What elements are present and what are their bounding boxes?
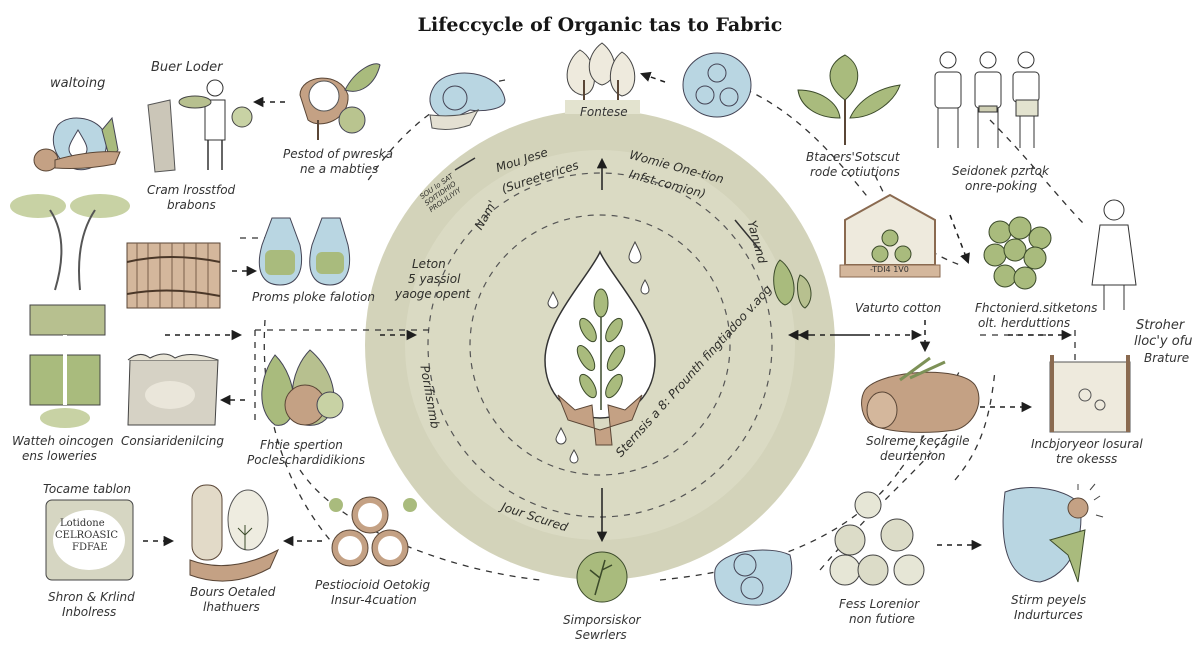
label-stacers-2: rode cotiutions <box>810 165 900 179</box>
label-vaturto: Vaturto cotton <box>855 301 942 315</box>
label-shron-1: Shron & Krlind <box>48 590 135 604</box>
label-fess-2: non futiore <box>849 612 915 626</box>
label-pesticioid-1: Pestiocioid Oetokig <box>315 578 431 592</box>
ring-label-yassiol: 5 yassiol <box>408 272 461 286</box>
canvas-frame-icon <box>1049 355 1131 433</box>
label-fhtie-2: Pocleschardidikions <box>247 453 366 467</box>
cotton-boll-icon <box>299 63 381 140</box>
blue-pouch-icon <box>714 549 793 606</box>
log-icon <box>861 356 980 433</box>
water-droplets <box>547 240 650 464</box>
bag-stack-icon <box>29 304 106 428</box>
dashed-connectors <box>240 74 1086 581</box>
label-seidonek-1: Seidonek pzrtok <box>952 164 1049 178</box>
herb-badge-icon <box>576 551 628 603</box>
label-buer-loder: Buer Loder <box>151 60 223 75</box>
label-cram-1: Cram lrosstfod <box>147 183 236 197</box>
ring-label-yaoge: yaoge opent <box>395 287 471 301</box>
label-consiari: Consiaridenilcing <box>121 434 224 448</box>
label-fess-1: Fess Lorenior <box>839 597 920 611</box>
label-fhctoniad-1: Fhctonierd.sitketons <box>975 301 1098 315</box>
water-hand-icon <box>33 116 121 172</box>
jugs-icon <box>258 217 351 286</box>
worker-figure-icon <box>1091 199 1137 310</box>
ring-tick <box>734 219 761 251</box>
card-line-1: Lotidone <box>60 518 105 529</box>
cloth-hand-icon <box>429 72 506 130</box>
dashed-ring-outer <box>427 172 773 518</box>
diagram-title: Lifeccycle of Organic tas to Fabric <box>417 14 783 36</box>
sack-icon <box>127 353 219 426</box>
farmer-figure-icon <box>147 79 253 173</box>
house-icon <box>839 193 941 278</box>
label-waltoing: waltoing <box>50 76 106 91</box>
label-fhtie-1: Fhtie spertion <box>260 438 343 452</box>
label-watteh-1: Watteh oincogen <box>12 434 114 448</box>
label-bours-2: lhathuers <box>203 600 260 614</box>
label-pestod-2: ne a mabties <box>300 162 379 176</box>
hand-seedling-icon <box>189 484 280 582</box>
label-bours-1: Bours Oetaled <box>190 585 276 599</box>
house-sign: -TDI4 1V0 <box>870 265 909 274</box>
card-line-2: CELROASIC <box>55 530 118 541</box>
sapling-icon <box>10 194 130 291</box>
label-fontese: Fontese <box>580 105 628 119</box>
label-stirm-1: Stirm peyels <box>1011 593 1087 607</box>
label-cram-2: brabons <box>167 198 216 212</box>
label-watteh-2: ens loweries <box>22 449 97 463</box>
fig-cluster-icon <box>829 491 925 586</box>
trees-icon <box>261 349 344 426</box>
label-incbjor-2: tre okesss <box>1056 452 1118 466</box>
label-solreme-2: deurtenion <box>880 449 946 463</box>
seed-creatures-icon <box>773 259 812 309</box>
label-stacers-1: Btacers'Sotscut <box>806 150 900 164</box>
label-card-icon <box>45 499 134 581</box>
label-sewrlers: Sewrlers <box>575 628 627 642</box>
ring-tick <box>454 157 476 171</box>
cell-icon <box>682 52 752 118</box>
dashed-ring-inner <box>469 214 731 476</box>
label-shron-2: Inbolress <box>62 605 117 619</box>
wood-bundle-icon <box>126 242 221 309</box>
label-fhctoniad-2: olt. herduttions <box>978 316 1071 330</box>
label-pesticioid-2: Insur-4cuation <box>331 593 417 607</box>
leaf-branch-icon <box>797 54 901 145</box>
label-solreme-1: Solreme kecagile <box>866 434 970 448</box>
people-group-icon <box>934 51 1040 148</box>
card-line-3: FDFAE <box>72 542 108 553</box>
seed-pods-icon <box>329 496 417 567</box>
label-simporsiskor: Simporsiskor <box>563 613 641 627</box>
label-tocame: Tocame tablon <box>43 482 131 496</box>
forest-icon <box>565 42 640 114</box>
leaf-drop-icon <box>544 240 656 464</box>
label-stroher-1: Stroher <box>1136 318 1185 333</box>
flow-arrows <box>143 71 1073 551</box>
ring-label-leton: Leton <box>412 257 446 271</box>
label-incbjor-1: Incbjoryeor losural <box>1031 437 1143 451</box>
label-proms: Proms ploke falotion <box>252 290 375 304</box>
label-seidonek-2: onre-poking <box>965 179 1038 193</box>
label-stirm-2: Indurturces <box>1014 608 1083 622</box>
label-pestod-1: Pestod of pwreska <box>283 147 394 161</box>
green-cluster-icon <box>983 216 1052 290</box>
label-stroher-3: Brature <box>1144 351 1190 365</box>
label-stroher-2: lloc'y ofu <box>1134 334 1193 349</box>
sun-bag-icon <box>1002 483 1104 583</box>
